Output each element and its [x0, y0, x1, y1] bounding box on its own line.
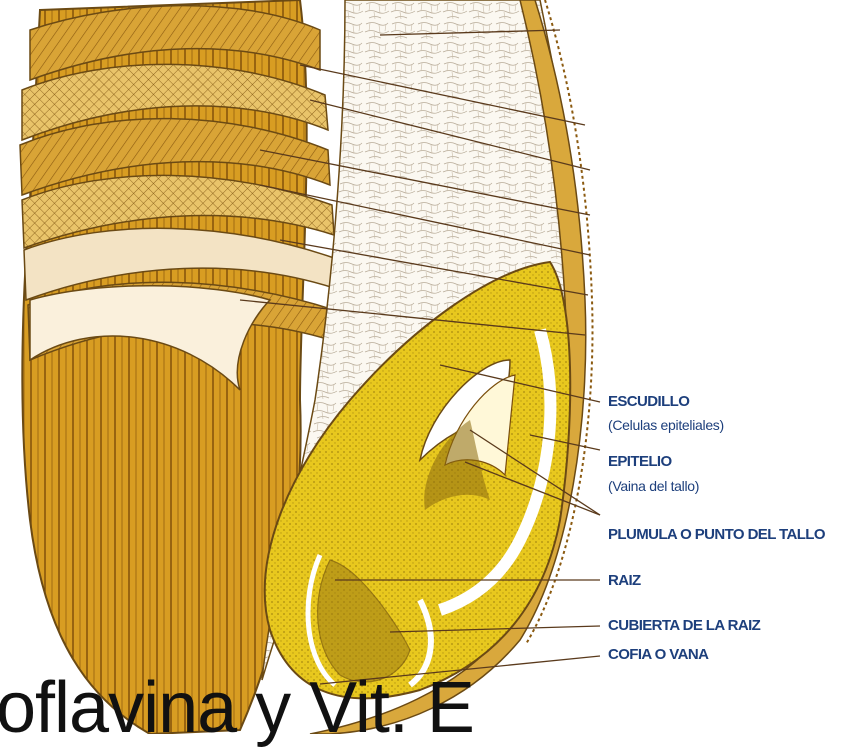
label-raiz: RAIZ: [608, 572, 641, 590]
label-cubierta: CUBIERTA DE LA RAIZ: [608, 617, 760, 635]
label-epitelio: EPITELIO: [608, 453, 672, 471]
label-plumula: PLUMULA O PUNTO DEL TALLO: [608, 526, 825, 544]
label-escudillo-sub: (Celulas epiteliales): [608, 416, 724, 434]
label-escudillo: ESCUDILLO: [608, 393, 689, 411]
label-cofia: COFIA O VANA: [608, 646, 708, 664]
slide-title: oflavina y Vit. E: [0, 668, 474, 748]
label-epitelio-sub: (Vaina del tallo): [608, 477, 699, 495]
